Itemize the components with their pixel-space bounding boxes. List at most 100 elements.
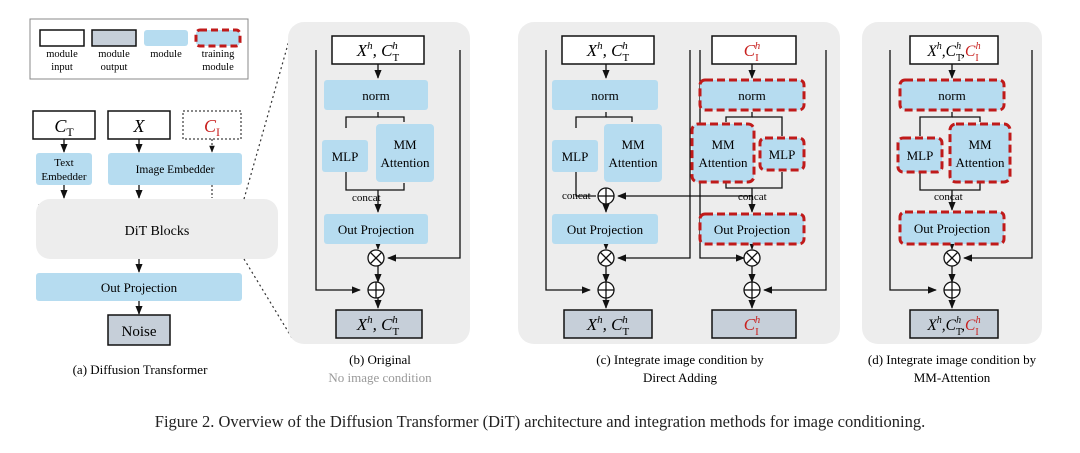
panel-a-caption: (a) Diffusion Transformer bbox=[73, 362, 208, 377]
c-text-mm-attention-label-2: Attention bbox=[608, 155, 658, 170]
b-out-projection-label: Out Projection bbox=[338, 222, 415, 237]
c-text-concat-label: concat bbox=[562, 190, 591, 202]
noise-label: Noise bbox=[122, 324, 157, 340]
c-direct-add-operator bbox=[597, 187, 615, 205]
d-out-projection-label: Out Projection bbox=[914, 221, 991, 236]
c-text-norm-box bbox=[552, 80, 658, 110]
c-text-mlp-box bbox=[552, 140, 598, 172]
d-mm-attention-label-2: Attention bbox=[955, 155, 1005, 170]
c-image-input-box bbox=[711, 35, 797, 65]
d-mm-attention-label-1: MM bbox=[968, 137, 992, 152]
dit-blocks-box bbox=[36, 199, 278, 259]
c-text-mm-attention-box bbox=[604, 124, 662, 182]
b-mlp-label: MLP bbox=[332, 149, 359, 164]
c-text-add-operator bbox=[597, 281, 615, 299]
d-mlp-box bbox=[896, 136, 944, 174]
b-concat-label: concat bbox=[352, 192, 381, 204]
d-concat-label: concat bbox=[934, 191, 963, 203]
c-image-concat-label: concat bbox=[738, 191, 767, 203]
legend-module-label: module bbox=[150, 49, 182, 60]
d-mlp-label: MLP bbox=[907, 148, 934, 163]
c-image-output-label: CIh bbox=[744, 314, 761, 338]
c-image-mm-attention-label-1: MM bbox=[711, 137, 735, 152]
panel-b-sub-caption: No image condition bbox=[328, 370, 432, 385]
input-ct-label: CT bbox=[54, 116, 74, 139]
c-image-mlp-box bbox=[758, 136, 806, 172]
panel-b-caption: (b) Original bbox=[349, 352, 411, 367]
d-out-projection-box bbox=[898, 210, 1006, 246]
c-text-input-box bbox=[561, 35, 655, 65]
legend-training-module-label-2: module bbox=[202, 62, 234, 73]
d-multiply-operator bbox=[943, 249, 961, 267]
image-embedder-label: Image Embedder bbox=[136, 164, 215, 176]
c-text-out-projection-box bbox=[552, 214, 658, 244]
c-text-output-box bbox=[563, 309, 653, 339]
b-norm-label: norm bbox=[362, 88, 389, 103]
text-embedder-box bbox=[36, 153, 92, 185]
d-add-operator bbox=[943, 281, 961, 299]
legend-module-input-label-2: input bbox=[51, 62, 73, 73]
b-add-operator bbox=[367, 281, 385, 299]
legend-module-input-swatch bbox=[39, 29, 85, 47]
c-image-norm-label: norm bbox=[738, 88, 765, 103]
legend-module-swatch bbox=[144, 30, 188, 46]
text-embedder-label-1: Text bbox=[54, 157, 73, 169]
b-norm-box bbox=[324, 80, 428, 110]
c-image-out-projection-box bbox=[698, 212, 806, 246]
out-projection-box bbox=[36, 273, 242, 301]
c-image-mm-attention-label-2: Attention bbox=[698, 155, 748, 170]
c-text-mm-attention-label-1: MM bbox=[621, 137, 645, 152]
input-ci-label: CI bbox=[204, 116, 220, 139]
c-image-multiply-operator bbox=[743, 249, 761, 267]
panel-d-caption-1: (d) Integrate image condition by bbox=[868, 352, 1037, 367]
input-ci-box bbox=[182, 110, 242, 140]
d-mm-attention-box bbox=[948, 122, 1012, 184]
d-norm-box bbox=[898, 78, 1006, 112]
b-mm-attention-box bbox=[376, 124, 434, 182]
input-x-box bbox=[107, 110, 171, 140]
c-text-norm-label: norm bbox=[591, 88, 618, 103]
b-mm-attention-label-2: Attention bbox=[380, 155, 430, 170]
c-image-output-box bbox=[711, 309, 797, 339]
panel-b: Xh, CTh norm MLP MM Attention concat Out… bbox=[288, 22, 470, 385]
panel-c-caption-1: (c) Integrate image condition by bbox=[596, 352, 764, 367]
c-image-input-label: CIh bbox=[744, 40, 761, 64]
b-mm-attention-label-1: MM bbox=[393, 137, 417, 152]
legend-training-module-swatch bbox=[194, 28, 242, 48]
d-input-box bbox=[909, 35, 999, 65]
c-image-norm-box bbox=[698, 78, 806, 112]
text-embedder-label-2: Embedder bbox=[41, 171, 87, 183]
panel-a: CT X CI Text Embedder Image Embedder N× … bbox=[32, 29, 293, 377]
panel-c-caption-2: Direct Adding bbox=[643, 370, 718, 385]
c-text-multiply-operator bbox=[597, 249, 615, 267]
c-text-out-projection-label: Out Projection bbox=[567, 222, 644, 237]
panel-d: Xh,CTh,CIh norm MLP MM Attention concat … bbox=[862, 22, 1042, 385]
out-projection-label: Out Projection bbox=[101, 280, 178, 295]
c-text-mlp-label: MLP bbox=[562, 149, 589, 164]
d-norm-label: norm bbox=[938, 88, 965, 103]
c-image-mlp-label: MLP bbox=[769, 147, 796, 162]
panel-c: Xh, CTh CIh norm norm MLP MM Attention M… bbox=[518, 22, 840, 385]
b-multiply-operator bbox=[367, 249, 385, 267]
c-image-mm-attention-box bbox=[690, 122, 756, 184]
b-input-box bbox=[331, 35, 425, 65]
legend-training-module-label-1: training bbox=[202, 49, 235, 60]
legend-module-output-label-2: output bbox=[101, 62, 128, 73]
b-output-box bbox=[335, 309, 423, 339]
legend-module-output-swatch bbox=[91, 29, 137, 47]
input-x-label: X bbox=[133, 116, 146, 136]
legend: module input module output module traini… bbox=[29, 18, 249, 80]
c-image-add-operator bbox=[743, 281, 761, 299]
c-image-out-projection-label: Out Projection bbox=[714, 222, 791, 237]
legend-module-input-label-1: module bbox=[46, 49, 78, 60]
panel-d-caption-2: MM-Attention bbox=[914, 370, 991, 385]
dit-blocks-label: DiT Blocks bbox=[125, 224, 190, 239]
figure-caption: Figure 2. Overview of the Diffusion Tran… bbox=[154, 412, 926, 431]
image-embedder-box bbox=[108, 153, 242, 185]
d-output-box bbox=[909, 309, 999, 339]
b-mlp-box bbox=[322, 140, 368, 172]
legend-module-output-label-1: module bbox=[98, 49, 130, 60]
b-out-projection-box bbox=[324, 214, 428, 244]
noise-box bbox=[107, 314, 171, 346]
